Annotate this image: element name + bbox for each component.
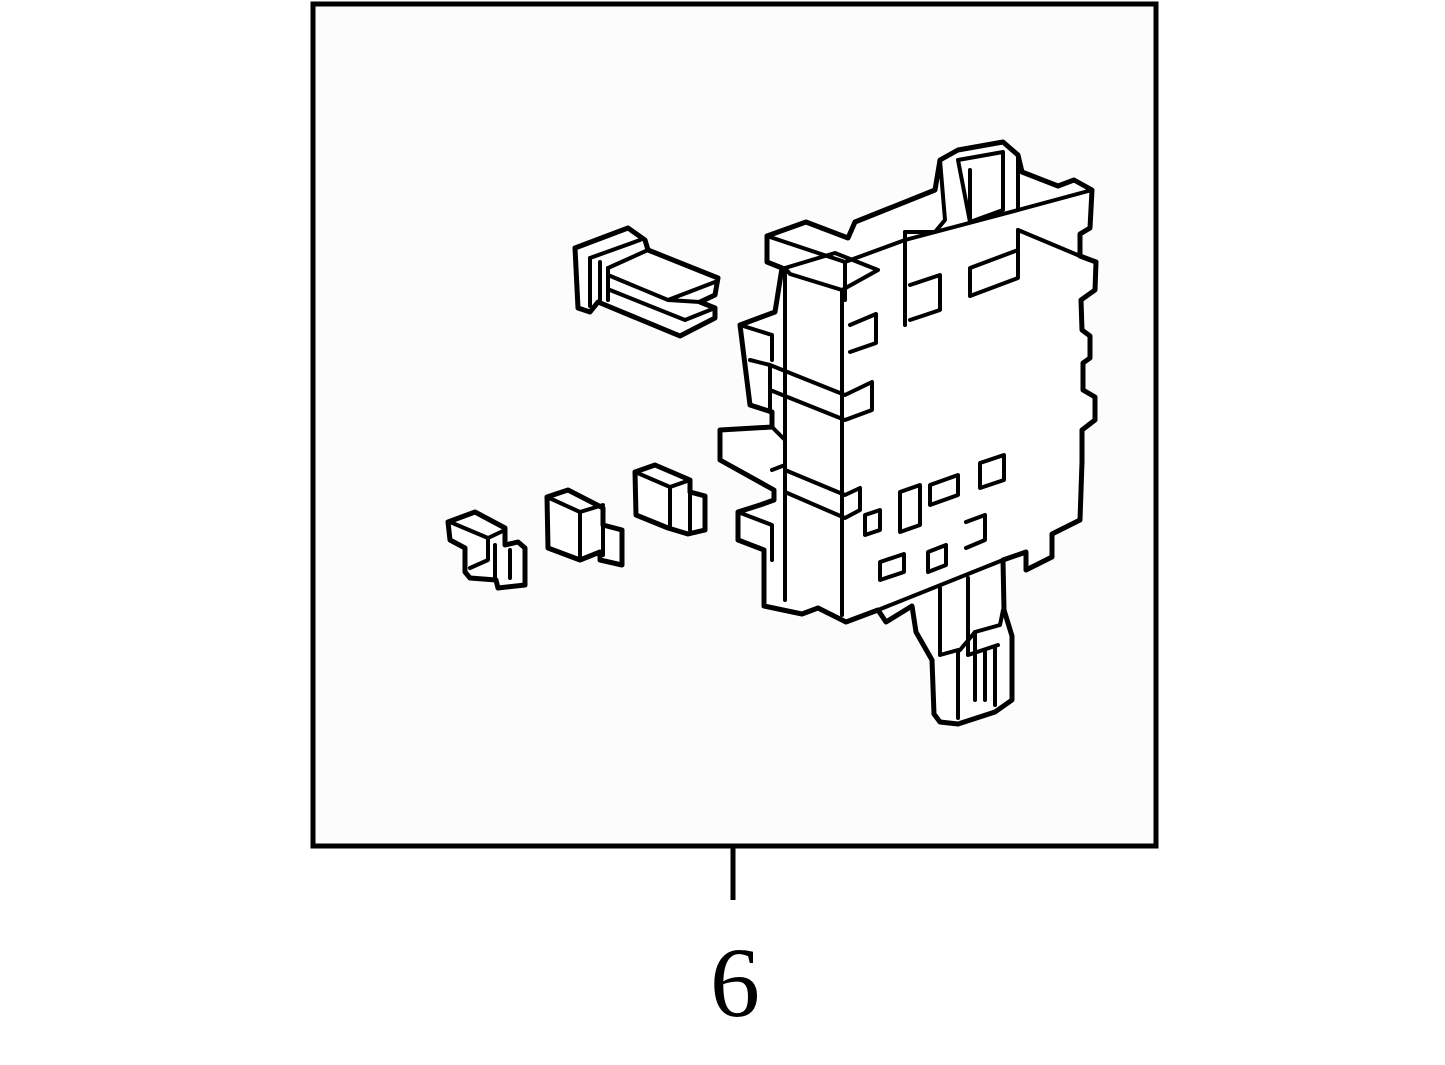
callout-number: 6: [710, 927, 760, 1038]
small-fuse-3: [632, 462, 708, 537]
small-fuse-1: [445, 509, 528, 591]
relay-connector-large: [572, 225, 721, 339]
small-fuse-2: [544, 487, 625, 568]
fuse-box-assembly: [717, 139, 1099, 727]
